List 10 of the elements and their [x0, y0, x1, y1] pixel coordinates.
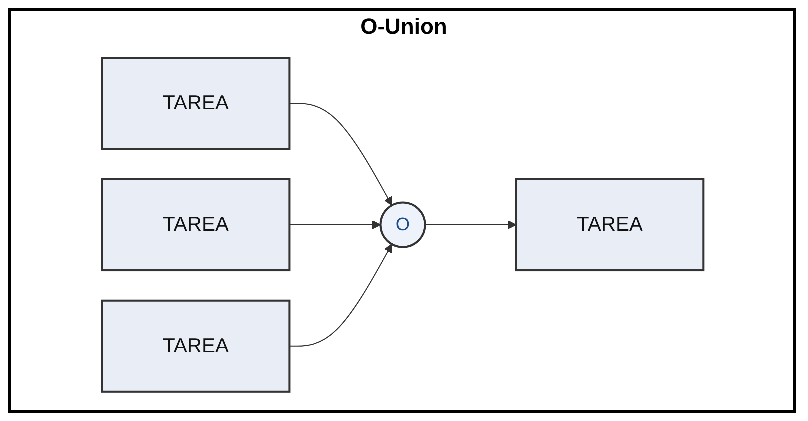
arrow: [290, 103, 393, 206]
node-circle: O: [380, 202, 426, 248]
node-box: TAREA: [101, 178, 291, 272]
node-box: TAREA: [515, 178, 705, 272]
node-box: TAREA: [101, 300, 291, 393]
node-box: TAREA: [101, 57, 291, 150]
arrow: [290, 220, 382, 230]
arrow: [290, 244, 393, 347]
arrow: [425, 220, 517, 230]
diagram-title: O-Union: [360, 14, 448, 40]
